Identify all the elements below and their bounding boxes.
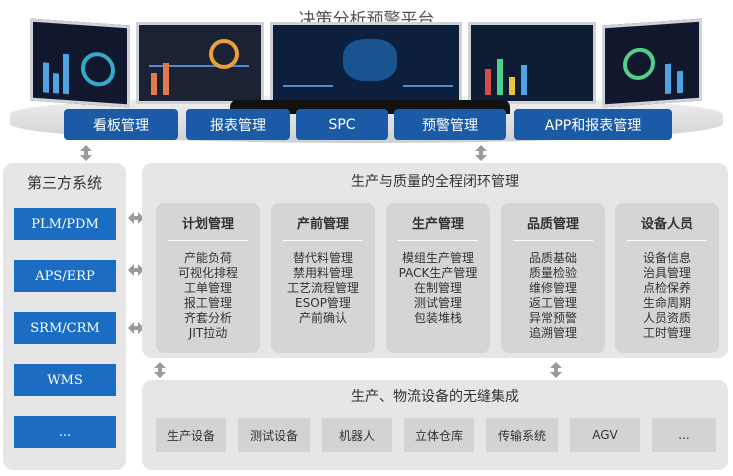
card-equipment-personnel: 设备人员 设备信息 治具管理 点检保养 生命周期 人员资质 工时管理 [615,203,719,353]
card-title: 计划管理 [181,217,234,232]
card-production: 生产管理 模组生产管理 PACK生产管理 在制管理 测试管理 包装堆栈 [386,203,490,353]
up-down-arrow-icon [550,362,562,378]
module-spc-button[interactable]: SPC [296,109,388,140]
integration-title: 生产、物流设备的无缝集成 [351,389,519,405]
dashboard-screen-3 [270,22,462,104]
module-report-button[interactable]: 报表管理 [186,109,290,140]
card-quality: 品质管理 品质基础 质量检验 维修管理 返工管理 异常预警 追溯管理 [501,203,605,353]
card-title: 生产管理 [411,217,464,232]
system-wms[interactable]: WMS [14,364,116,396]
device-agv[interactable]: AGV [570,418,640,452]
card-items: 产能负荷 可视化排程 工单管理 报工管理 齐套分析 JIT拉动 [177,251,238,340]
device-test-equipment[interactable]: 测试设备 [238,418,310,452]
card-title: 产前管理 [296,217,349,232]
card-items: 品质基础 质量检验 维修管理 返工管理 异常预警 追溯管理 [528,251,577,340]
system-aps-erp[interactable]: APS/ERP [14,260,116,292]
dashboard-screen-4 [468,22,596,104]
device-more[interactable]: ... [652,418,716,452]
left-right-arrow-icon [128,322,144,334]
device-stereo-warehouse[interactable]: 立体仓库 [404,418,474,452]
card-items: 模组生产管理 PACK生产管理 在制管理 测试管理 包装堆栈 [398,251,478,325]
card-preproduction: 产前管理 替代料管理 禁用料管理 工艺流程管理 ESOP管理 产前确认 [271,203,375,353]
module-kanban-button[interactable]: 看板管理 [64,109,178,140]
dashboard-screen-5 [602,18,702,108]
card-items: 替代料管理 禁用料管理 工艺流程管理 ESOP管理 产前确认 [286,251,359,325]
up-down-arrow-icon [80,145,92,161]
third-party-title: 第三方系统 [26,174,102,192]
card-title: 设备人员 [640,217,693,232]
left-right-arrow-icon [128,212,144,224]
module-app-report-button[interactable]: APP和报表管理 [514,109,672,140]
device-production-equipment[interactable]: 生产设备 [156,418,226,452]
dashboard-screen-1 [30,18,130,108]
system-more[interactable]: ... [14,416,116,448]
card-planning: 计划管理 产能负荷 可视化排程 工单管理 报工管理 齐套分析 JIT拉动 [156,203,260,353]
up-down-arrow-icon [154,362,166,378]
module-alert-button[interactable]: 预警管理 [394,109,506,140]
card-title: 品质管理 [526,217,579,232]
device-conveyor-system[interactable]: 传输系统 [486,418,558,452]
system-srm-crm[interactable]: SRM/CRM [14,312,116,344]
up-down-arrow-icon [475,145,487,161]
card-items: 设备信息 治具管理 点检保养 生命周期 人员资质 工时管理 [642,251,691,340]
left-right-arrow-icon [128,264,144,276]
dashboard-screen-2 [136,22,264,104]
lifecycle-title: 生产与质量的全程闭环管理 [351,174,519,190]
device-robot[interactable]: 机器人 [322,418,392,452]
system-plm-pdm[interactable]: PLM/PDM [14,208,116,240]
